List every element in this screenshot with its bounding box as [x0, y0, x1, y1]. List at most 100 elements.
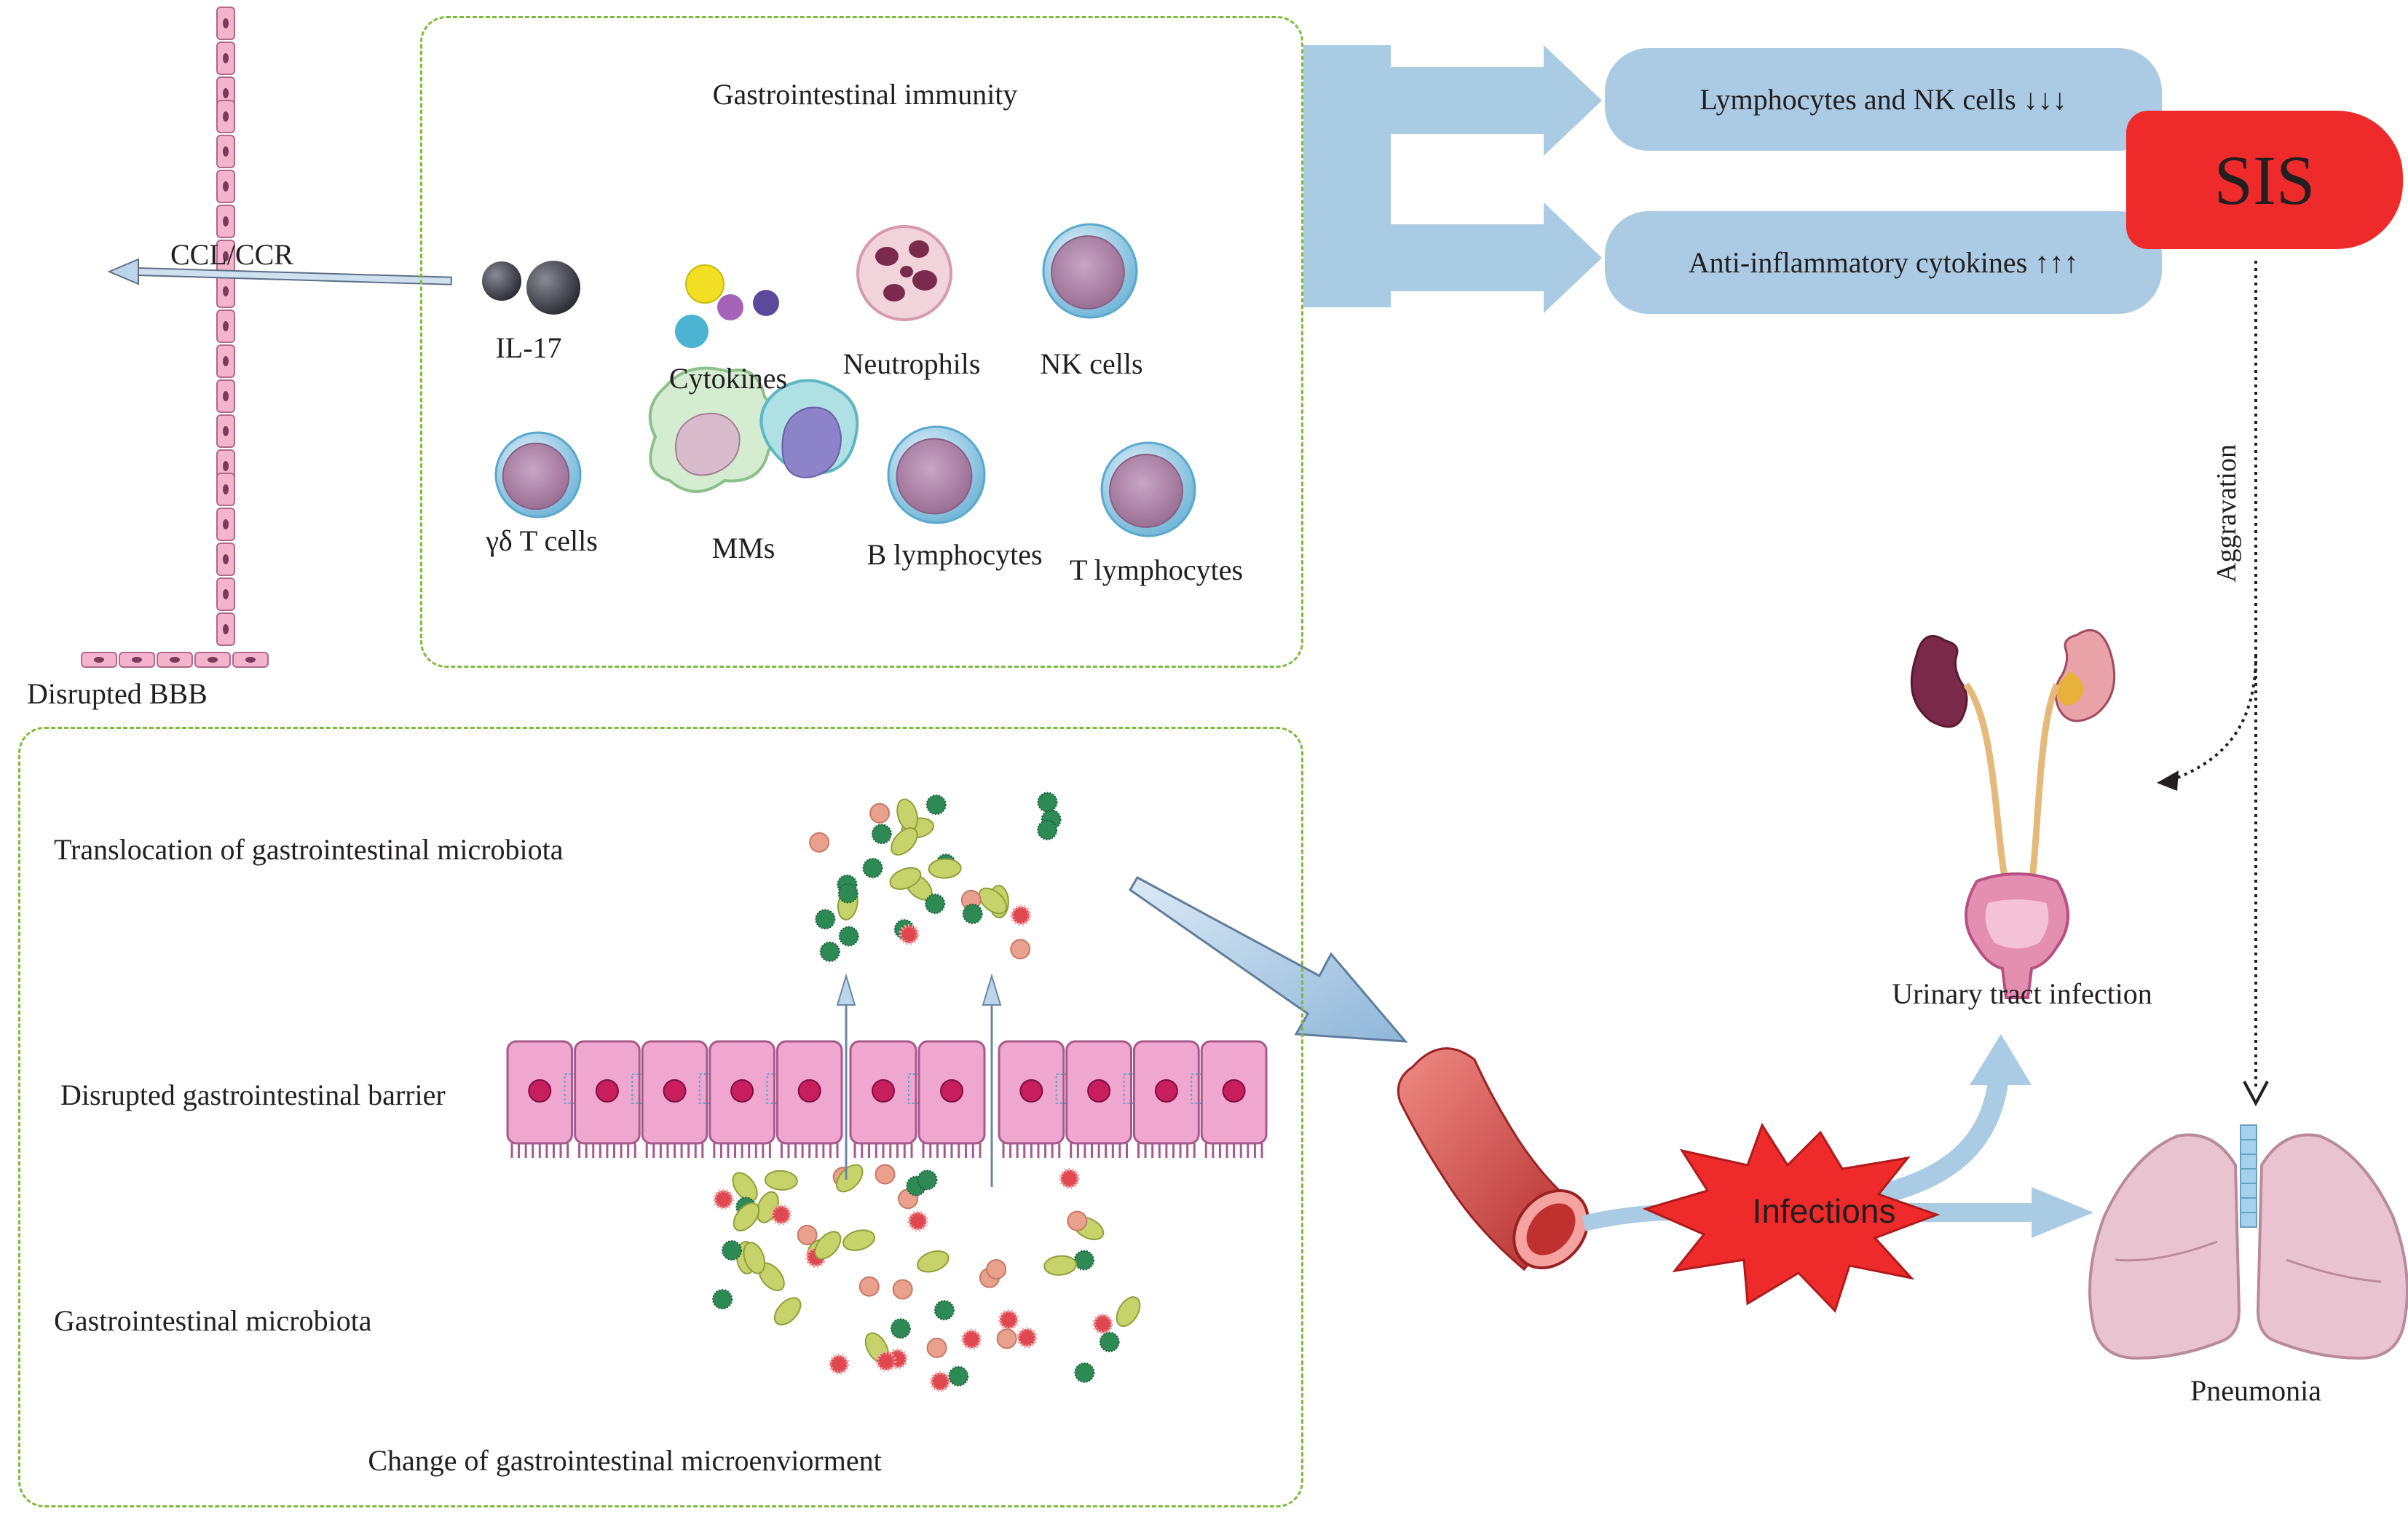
microbe [770, 1204, 792, 1226]
anti-inflammatory-increase-text: Anti-inflammatory cytokines ↑↑↑ [1688, 246, 2079, 279]
microbe [926, 1337, 947, 1358]
microbe [928, 858, 962, 879]
microbe [862, 858, 883, 879]
microbe [858, 1276, 880, 1297]
microbe [871, 824, 892, 845]
gi-immunity-panel [420, 16, 1303, 668]
microbe [875, 1164, 896, 1185]
gi-immunity-title: Gastrointestinal immunity [712, 78, 1018, 111]
disrupted-bbb-label: Disrupted BBB [27, 677, 208, 710]
gi-microenvironment-title: Change of gastrointestinal microenviorme… [368, 1444, 882, 1477]
il17-label: IL-17 [495, 331, 562, 364]
nk-cells-label: NK cells [1040, 347, 1143, 380]
aggravation-arrow [2157, 261, 2269, 1107]
microbe [889, 867, 922, 890]
gut-microbiota-cluster [712, 1164, 1141, 1392]
gut-barrier-enterocytes [506, 1040, 1268, 1158]
microbe [819, 941, 840, 962]
microbe [814, 1231, 842, 1260]
microbe [1010, 939, 1031, 960]
ccl-ccr-label: CCL/CCR [170, 238, 293, 271]
microbe [1037, 792, 1058, 813]
anti-inflammatory-increase-pill: Anti-inflammatory cytokines ↑↑↑ [1605, 211, 2162, 314]
microbe [925, 795, 947, 816]
microbe [1037, 819, 1058, 840]
microbe [828, 1353, 850, 1375]
microbe [1116, 1296, 1141, 1328]
pneumonia-label: Pneumonia [2190, 1374, 2321, 1407]
infections-label: Infections [1752, 1192, 1896, 1230]
microbe [842, 1229, 876, 1251]
microbe [809, 832, 830, 853]
sis-label: SIS [2214, 141, 2316, 219]
microbe [978, 887, 1008, 915]
mms-label: MMs [711, 532, 775, 564]
microbe [797, 1224, 818, 1245]
translocation-to-blood-arrow [1129, 875, 1408, 1043]
disrupted-barrier-label: Disrupted gastrointestinal barrier [60, 1079, 446, 1111]
blood-vessel-icon [1397, 1047, 1590, 1271]
neutrophil-icon [856, 225, 952, 321]
cytokines-label: Cytokines [668, 362, 788, 395]
gi-microenvironment-panel [18, 727, 1303, 1507]
microbe [996, 1328, 1017, 1349]
urinary-tract-icon [1910, 628, 2116, 999]
lungs-icon [2088, 1124, 2408, 1360]
microbe [722, 1240, 743, 1261]
microbe [917, 1170, 938, 1191]
microbe [1043, 1255, 1078, 1276]
microbe [815, 909, 836, 930]
microbe [933, 1300, 955, 1321]
microbe [1016, 1327, 1038, 1349]
microbe [891, 827, 918, 856]
microbe [1074, 1362, 1095, 1383]
microbe [1059, 1167, 1081, 1189]
microbe [712, 1289, 733, 1310]
microbe [837, 883, 858, 904]
lymphocyte-icons [494, 223, 1196, 537]
lymphocytes-nk-decrease-pill: Lymphocytes and NK cells ↓↓↓ [1605, 48, 2162, 151]
infections-burst [1642, 1122, 1941, 1313]
microbe [1010, 904, 1032, 926]
ccl-ccr-arrow [107, 258, 452, 285]
microbe [743, 1242, 766, 1274]
translocation-label: Translocation of gastrointestinal microb… [54, 833, 564, 866]
gd-t-cells-label: γδ T cells [486, 524, 598, 557]
microbe [733, 1202, 760, 1231]
immunity-to-outcomes-arrows [1303, 45, 1602, 313]
microbe [925, 894, 946, 915]
microbe [1092, 1313, 1114, 1335]
microbe [713, 1188, 735, 1210]
microbe [892, 1279, 913, 1300]
sis-box: SIS [2126, 111, 2403, 249]
microbe [962, 903, 983, 924]
microbe [960, 1328, 982, 1350]
microbe [869, 803, 891, 824]
microbe [875, 1350, 897, 1372]
microbe [998, 1309, 1019, 1330]
microbe [1067, 1210, 1088, 1231]
neutrophils-label: Neutrophils [842, 347, 981, 380]
il17-icon [482, 261, 580, 315]
microbe [948, 1365, 969, 1387]
microbe [773, 1297, 802, 1326]
microbe [907, 1210, 928, 1232]
microbe [764, 1170, 798, 1191]
microbe [929, 1371, 951, 1392]
microbe [1099, 1331, 1120, 1352]
cytokines-icon [675, 264, 779, 348]
b-lymphocytes-label: B lymphocytes [867, 538, 1043, 571]
uti-label: Urinary tract infection [1892, 977, 2152, 1010]
translocated-microbiota-cluster [809, 792, 1062, 962]
lymphocytes-nk-decrease-text: Lymphocytes and NK cells ↓↓↓ [1700, 83, 2067, 116]
t-lymphocytes-label: T lymphocytes [1069, 553, 1244, 586]
gut-microbiota-label: Gastrointestinal microbiota [54, 1304, 372, 1337]
microbe [986, 1258, 1007, 1280]
microbe [838, 926, 859, 947]
microbe [917, 1250, 950, 1273]
microbe [898, 923, 920, 945]
microbe [732, 1172, 758, 1202]
microbe [835, 1164, 864, 1193]
